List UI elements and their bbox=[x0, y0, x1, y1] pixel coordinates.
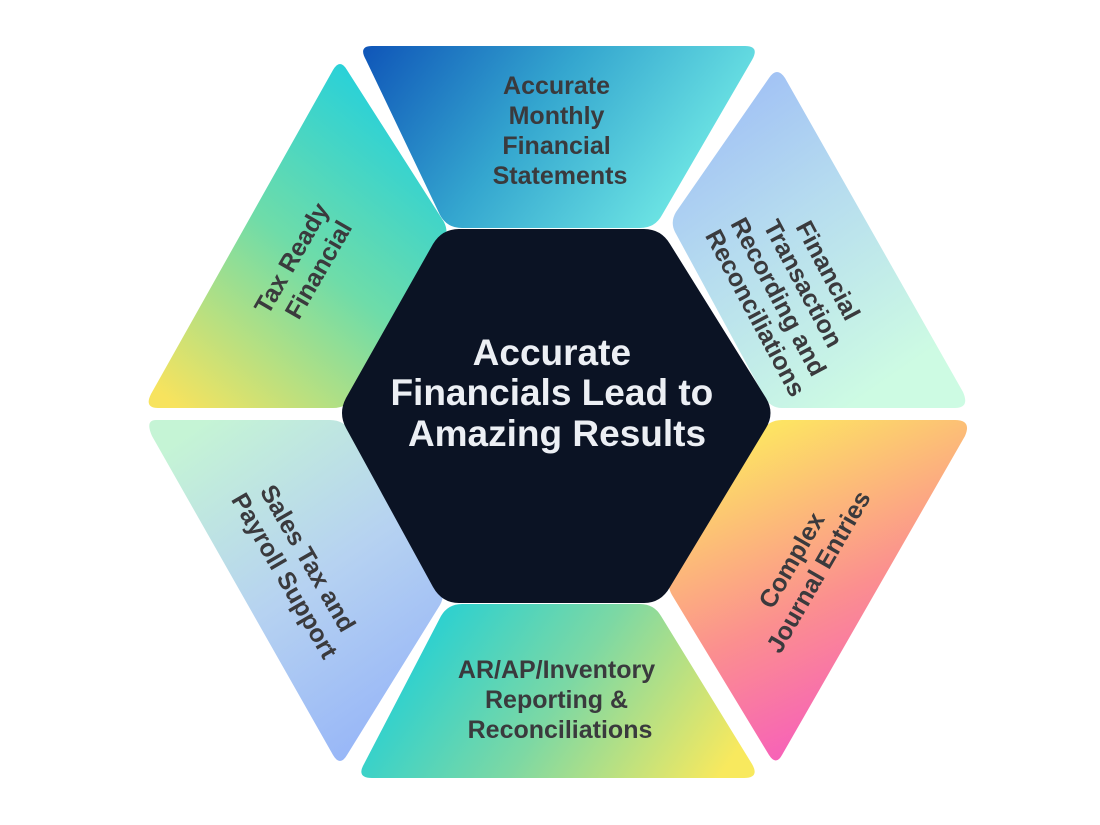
segment-top-label: Accurate Monthly Financial Statements bbox=[493, 72, 628, 190]
segment-top-line-1: Accurate bbox=[503, 72, 610, 100]
segment-top-line-3: Financial bbox=[502, 132, 610, 160]
segment-upper-left-shape bbox=[148, 64, 447, 408]
segment-bottom-line-1: AR/AP/Inventory bbox=[458, 656, 655, 684]
center-hexagon bbox=[342, 229, 771, 603]
segment-top-line-4: Statements bbox=[493, 162, 628, 190]
center-title-line-3: Amazing Results bbox=[408, 413, 706, 454]
segment-top-line-2: Monthly bbox=[509, 102, 605, 130]
center-title-line-1: Accurate bbox=[473, 332, 631, 373]
segment-bottom-label: AR/AP/Inventory Reporting & Reconciliati… bbox=[458, 656, 662, 744]
center-title-line-2: Financials Lead to bbox=[390, 372, 713, 413]
segment-lower-left-shape bbox=[149, 420, 443, 761]
center-title: Accurate Financials Lead to Amazing Resu… bbox=[390, 332, 723, 454]
segment-lower-right-shape bbox=[669, 420, 968, 761]
segment-bottom-line-2: Reporting & bbox=[485, 686, 628, 714]
segment-top-shape bbox=[363, 46, 755, 228]
segment-bottom-shape bbox=[361, 604, 755, 778]
segment-upper-right-shape bbox=[672, 72, 966, 408]
segment-bottom-line-3: Reconciliations bbox=[468, 716, 653, 744]
